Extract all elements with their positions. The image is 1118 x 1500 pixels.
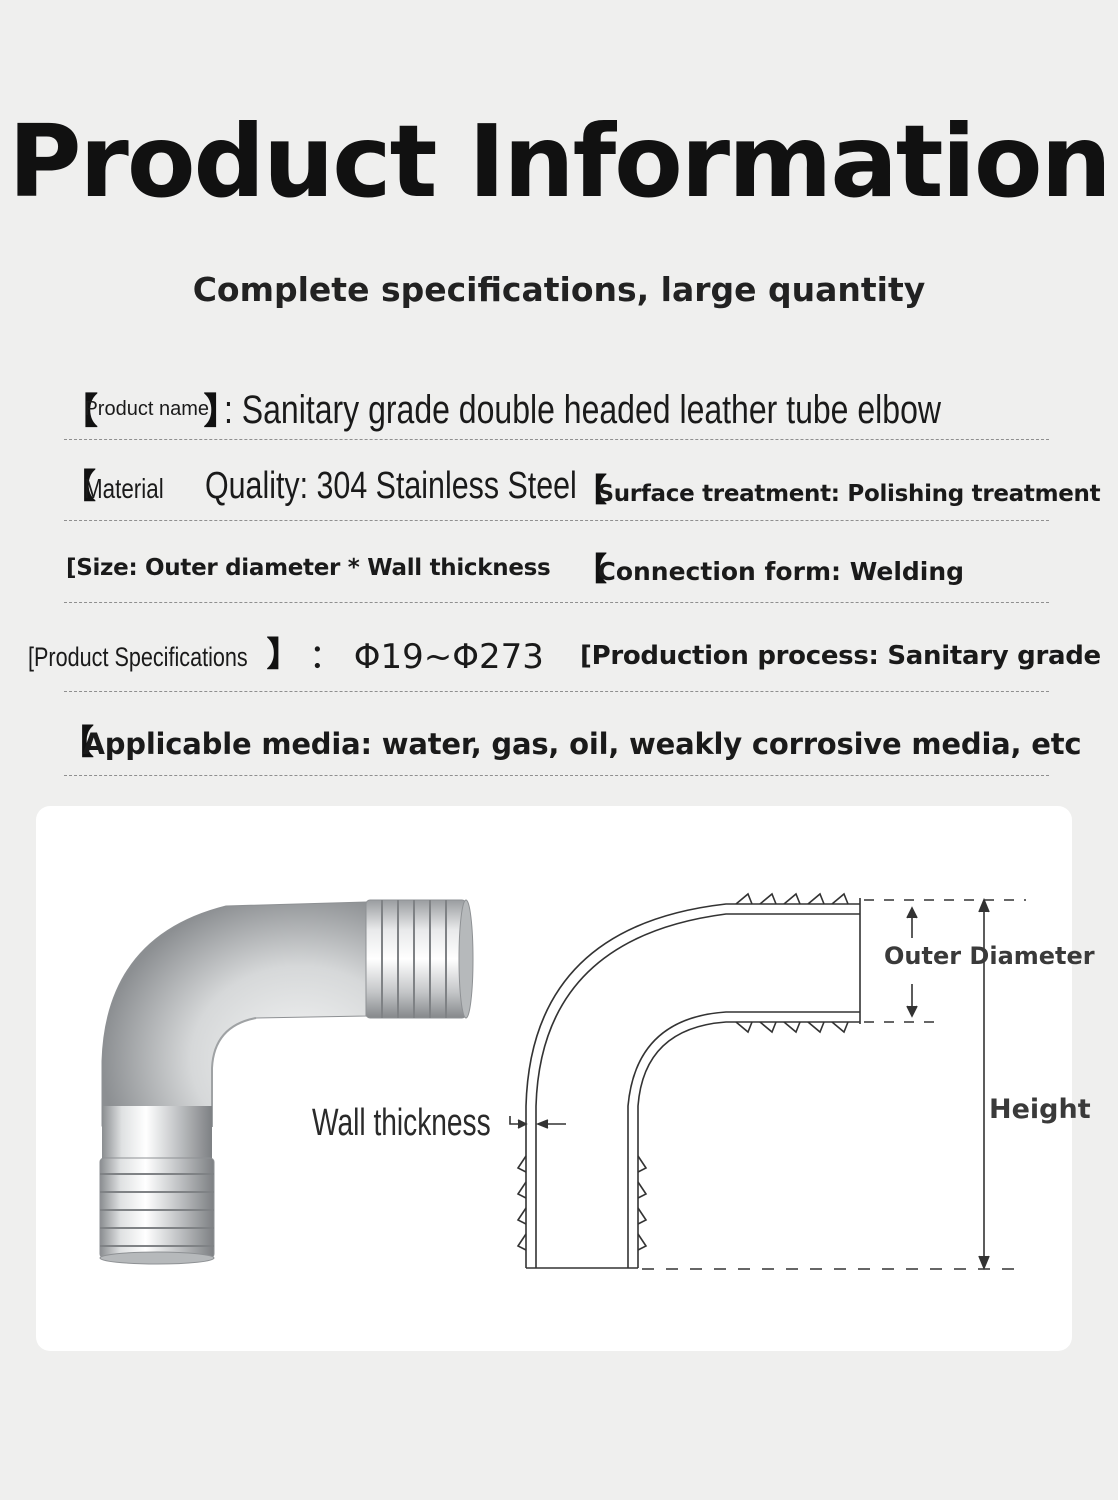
bracket-open: 【: [575, 472, 608, 508]
bracket-close: 】: [203, 390, 240, 431]
spec-process: [Production process: Sanitary grade: [580, 643, 1101, 669]
divider: [64, 602, 1049, 603]
process-value: [Production process: Sanitary grade: [580, 641, 1101, 671]
material-label: Material: [84, 473, 165, 504]
elbow-cross-section-drawing-icon: [509, 892, 1026, 1271]
spec-media: 【 Applicable media: water, gas, oil, wea…: [60, 724, 1082, 762]
wall-thickness-label: Wall thickness: [312, 1102, 491, 1144]
bracket-open: 【: [62, 390, 99, 431]
divider: [64, 520, 1049, 521]
spec-product-name: 【 Product name 】 : Sanitary grade double…: [62, 388, 1118, 432]
divider: [64, 439, 1049, 440]
surface-value: Surface treatment: Polishing treatment: [597, 481, 1101, 507]
height-label: Height: [989, 1094, 1091, 1125]
spec-surface: 【 Surface treatment: Polishing treatment: [575, 472, 1101, 508]
spec-size: [Size: Outer diameter * Wall thickness: [66, 555, 551, 581]
specifications-label: [Product Specifications: [28, 642, 248, 672]
page-title: Product Information: [8, 103, 1112, 220]
bracket-open: 【: [60, 724, 94, 762]
bracket-open: 【: [62, 468, 96, 506]
stainless-elbow-photo-icon: [99, 899, 474, 1265]
page-subtitle: Complete specifications, large quantity: [192, 270, 926, 309]
media-value: Applicable media: water, gas, oil, weakl…: [82, 727, 1082, 761]
bracket-open: 【: [575, 551, 608, 587]
bracket-close: 】: [266, 636, 301, 674]
divider: [64, 775, 1049, 776]
diagram-svg: [99, 892, 1026, 1271]
connection-value: Connection form: Welding: [597, 557, 965, 586]
spec-material: 【 Material Quality: 304 Stainless Steel: [62, 467, 670, 505]
spec-specifications: [Product Specifications 】 ： Φ19~Φ273: [28, 636, 544, 674]
outer-diameter-label: Outer Diameter: [884, 942, 1095, 970]
product-name-label: Product name: [84, 398, 209, 420]
material-value: Quality: 304 Stainless Steel: [204, 465, 577, 507]
diagram-panel: Wall thickness Outer Diameter Height: [36, 806, 1095, 1351]
specifications-value: ： Φ19~Φ273: [308, 637, 544, 677]
product-name-value: : Sanitary grade double headed leather t…: [223, 388, 941, 432]
divider: [64, 691, 1049, 692]
spec-connection: 【 Connection form: Welding: [575, 553, 964, 585]
size-value: [Size: Outer diameter * Wall thickness: [66, 555, 551, 581]
